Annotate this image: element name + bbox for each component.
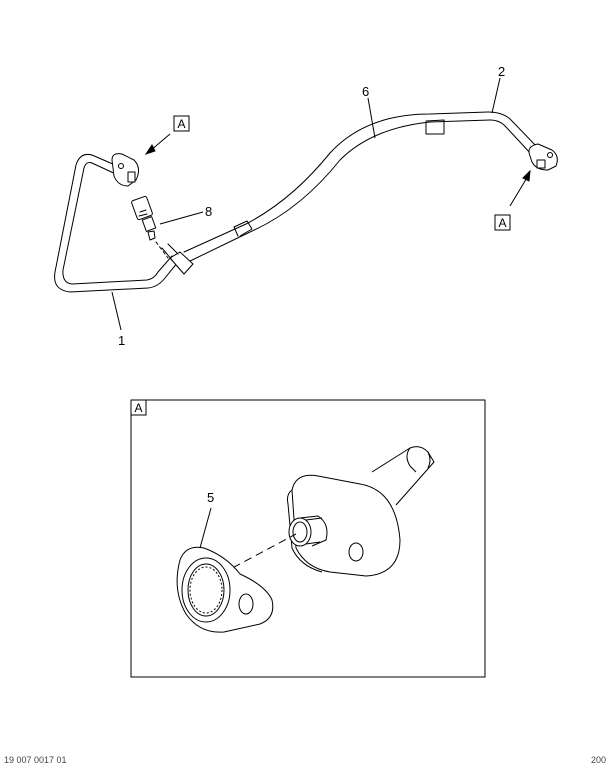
right-flange-fitting bbox=[528, 143, 558, 171]
pressure-sensor bbox=[131, 195, 169, 259]
svg-text:A: A bbox=[177, 117, 185, 131]
tube-sleeve bbox=[233, 220, 253, 237]
drawing-number: 19 007 0017 01 bbox=[4, 755, 67, 765]
detail-view-a: A bbox=[130, 399, 486, 678]
tube-2 bbox=[489, 119, 533, 156]
tube-1 bbox=[54, 154, 179, 293]
callout-leaders bbox=[111, 77, 501, 331]
callout-1: 1 bbox=[118, 333, 125, 348]
tee-fitting bbox=[169, 251, 194, 275]
svg-text:A: A bbox=[498, 216, 506, 230]
view-a-marker-right: A bbox=[494, 214, 511, 231]
view-a-marker-top: A bbox=[173, 115, 190, 132]
view-a-arrows bbox=[144, 133, 531, 207]
callout-5: 5 bbox=[207, 490, 214, 505]
page-number: 200 bbox=[590, 755, 606, 765]
tube-6 bbox=[187, 119, 491, 263]
callout-8: 8 bbox=[205, 204, 212, 219]
svg-text:A: A bbox=[134, 401, 142, 415]
left-flange-fitting bbox=[111, 153, 140, 187]
detail-gasket bbox=[176, 546, 274, 633]
callout-6: 6 bbox=[362, 84, 369, 99]
detail-tube bbox=[371, 446, 435, 506]
tube-assembly bbox=[54, 111, 558, 293]
detail-flange bbox=[291, 474, 401, 577]
callout-2: 2 bbox=[498, 64, 505, 79]
